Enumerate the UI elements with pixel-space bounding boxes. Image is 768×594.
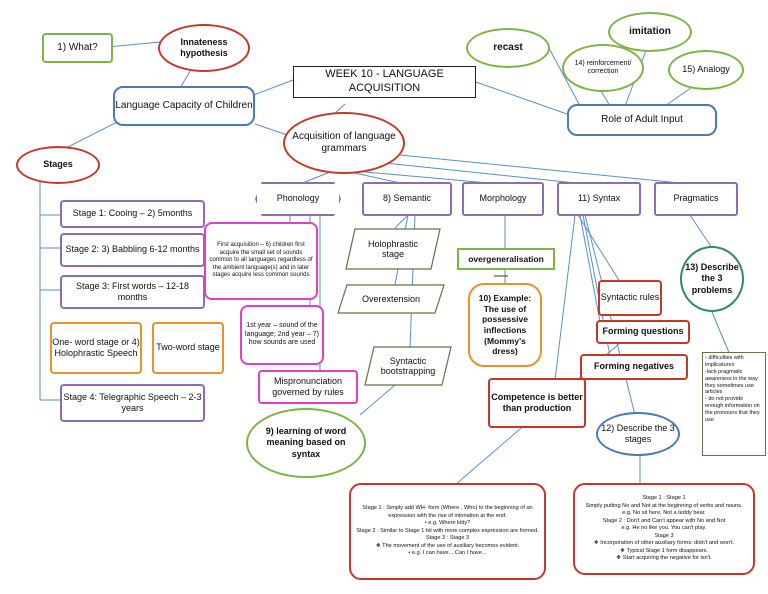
forming-negatives-node: Forming negatives xyxy=(580,354,688,380)
phonology-node: Phonology xyxy=(255,182,341,216)
acquisition-grammars-node: Acquisition of language grammars xyxy=(283,112,405,174)
holophrastic-stage-node: Holophrastic stage xyxy=(345,228,441,270)
overgeneralisation-node: overgeneralisation xyxy=(457,248,555,270)
first-acquisition-node: First acquisition – 6) children first ac… xyxy=(204,222,318,300)
morphology-node: Morphology xyxy=(462,182,544,216)
page-title: WEEK 10 - LANGUAGE ACQUISITION xyxy=(293,66,476,98)
stage1-node: Stage 1: Cooing – 2) 5months xyxy=(60,200,205,228)
role-adult-input-node: Role of Adult Input xyxy=(567,104,717,136)
overextension-node: Overextension xyxy=(337,284,445,314)
questions-stages-box: Stage 1 : Simply add WH- form (Where , W… xyxy=(349,483,546,580)
what-node: 1) What? xyxy=(42,33,113,63)
example-node: 10) Example: The use of possessive infle… xyxy=(468,283,542,367)
competence-node: Competence is better than production xyxy=(488,378,586,428)
describe-problems-node: 13) Describe the 3 problems xyxy=(680,246,744,312)
overextension-label: Overextension xyxy=(361,294,421,304)
problems-list-node: - difficulties with implicatures -lack p… xyxy=(702,352,766,456)
forming-questions-node: Forming questions xyxy=(596,320,690,344)
negatives-stages-box: Stage 1 : Stage 1 Simply putting No and … xyxy=(573,483,755,575)
recast-node: recast xyxy=(466,28,550,68)
stage4-node: Stage 4: Telegraphic Speech – 2-3 years xyxy=(60,384,205,422)
semantic-node: 8) Semantic xyxy=(362,182,452,216)
syntactic-bootstrapping-label: Syntactic bootstrapping xyxy=(380,356,436,376)
two-word-stage-node: Two-word stage xyxy=(152,322,224,374)
stage2-node: Stage 2: 3) Babbling 6-12 months xyxy=(60,233,205,267)
reinforcement-node: 14) reinforcement/ correction xyxy=(562,44,644,92)
syntactic-bootstrapping-node: Syntactic bootstrapping xyxy=(364,346,452,386)
imitation-node: imitation xyxy=(608,12,692,52)
mispronunciation-node: Mispronunciation governed by rules xyxy=(258,370,358,404)
learning-word-meaning-node: 9) learning of word meaning based on syn… xyxy=(246,408,366,478)
innateness-node: Innateness hypothesis xyxy=(158,24,250,72)
first-year-node: 1st year – sound of the language; 2nd ye… xyxy=(240,305,324,365)
analogy-node: 15) Analogy xyxy=(668,50,744,90)
stage3-node: Stage 3: First words – 12-18 months xyxy=(60,275,205,309)
one-word-stage-node: One- word stage or 4) Holophrastic Speec… xyxy=(50,322,142,374)
describe-stages-node: 12) Describe the 3 stages xyxy=(596,412,680,456)
holophrastic-stage-label: Holophrastic stage xyxy=(367,239,419,259)
syntax-node: 11) Syntax xyxy=(557,182,641,216)
language-capacity-node: Language Capacity of Children xyxy=(113,86,255,126)
stages-node: Stages xyxy=(16,146,100,184)
syntactic-rules-node: Syntactic rules xyxy=(598,280,662,316)
pragmatics-node: Pragmatics xyxy=(654,182,738,216)
